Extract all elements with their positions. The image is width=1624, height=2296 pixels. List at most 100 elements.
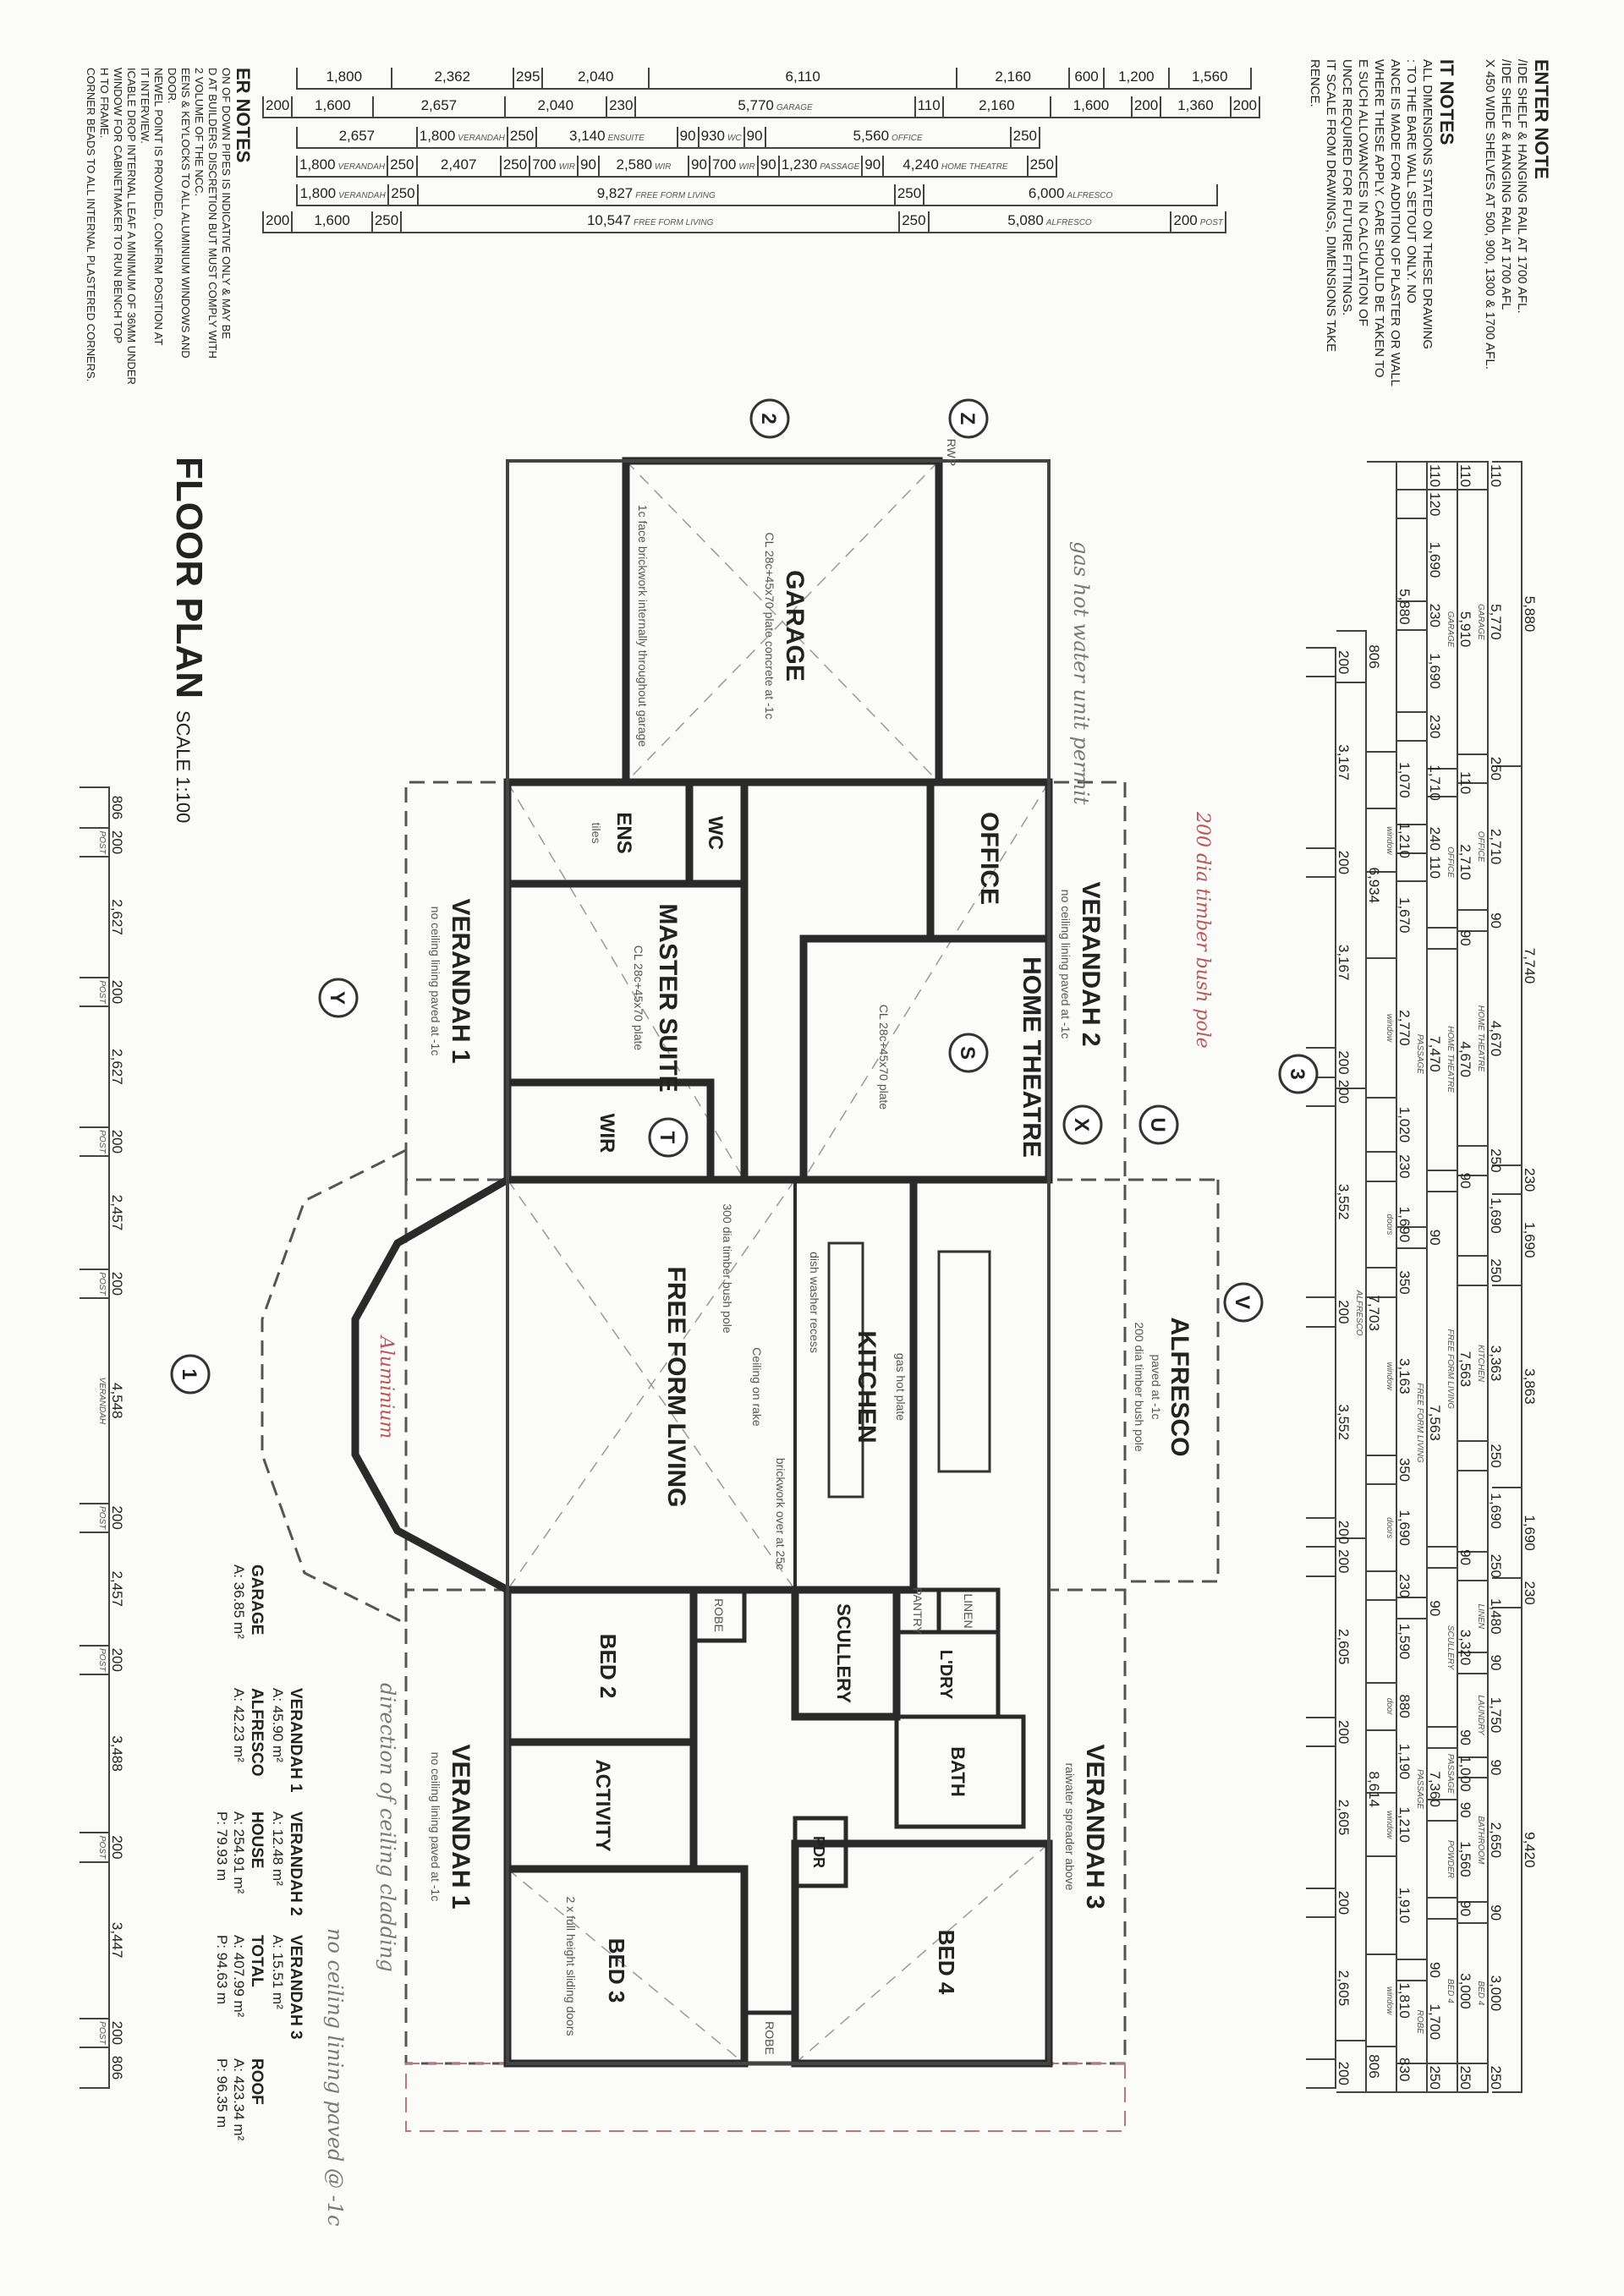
handwritten-gas: gas hot water unit permit — [1069, 541, 1093, 805]
ceiling-rake: Ceiling on rake — [750, 1347, 764, 1427]
home-theatre-sub: CL 28c+45x70 plate — [877, 1005, 891, 1110]
dimension-segment: 200 — [262, 96, 291, 117]
dimension-value: 90 — [679, 128, 696, 144]
dimension-segment: 90 — [676, 127, 698, 147]
dimension-label: POST — [1199, 218, 1223, 227]
dimension-segment: 2,657 — [372, 96, 503, 117]
marker-1 — [170, 1354, 211, 1395]
verandah3-sub: raiwater spreader above — [1063, 1763, 1077, 1891]
marker-y-label: Y — [326, 991, 348, 1005]
verandah-sub: no ceiling lining paved at -1c — [429, 907, 442, 1056]
dimension-value: 250 — [1029, 156, 1055, 173]
dimension-label: VERANDAH — [338, 191, 386, 200]
dimension-value: 110 — [917, 97, 941, 113]
dimension-value: 1,600 — [315, 97, 351, 113]
dimension-value: 930 — [700, 128, 725, 144]
dimension-segment: 230 — [606, 96, 634, 117]
dimension-value: 2,362 — [434, 68, 471, 85]
dimension-value: 200 — [1232, 97, 1258, 113]
dimension-value: 1,800 — [299, 156, 336, 173]
dimension-value: 700 — [532, 156, 557, 173]
dimension-segment: 250 — [387, 184, 416, 205]
dimension-value: 5,560 — [853, 128, 890, 144]
dimension-segment: 1,560 — [1167, 68, 1252, 88]
dimension-value: 200 — [1133, 97, 1159, 113]
dimension-value: 200 — [266, 212, 290, 228]
dimension-label: HOME THEATRE — [941, 162, 1008, 172]
dimension-value: 5,770 — [738, 97, 774, 113]
room-label-verandah1-top: VERANDAH 1 — [447, 898, 475, 1063]
dimension-segment: 600 — [1067, 68, 1103, 88]
dimension-value: 600 — [1074, 68, 1099, 85]
room-label-verandah3: VERANDAH 3 — [1081, 1744, 1109, 1909]
dimension-segment: 1,360 — [1160, 96, 1229, 117]
dimension-value: 90 — [746, 128, 763, 144]
bath-walls — [894, 1714, 1026, 1829]
marker-z — [948, 398, 989, 439]
section-markers — [170, 398, 1319, 1395]
garage-sub: CL 28c+45x70 plate concrete at -1c — [763, 533, 776, 720]
dimension-value: 1,800 — [419, 128, 456, 144]
dimension-segment: 295 — [513, 68, 541, 88]
room-label-bed3: BED 3 — [604, 1938, 629, 2003]
dimension-value: 90 — [760, 156, 776, 173]
dimension-segment: 200 — [262, 211, 291, 232]
marker-z-label: Z — [956, 413, 979, 425]
marker-v-label: V — [1231, 1296, 1254, 1309]
room-label-linen: LINEN — [962, 1593, 975, 1628]
handwritten-bush-pole: 200 dia timber bush pole — [1192, 811, 1213, 1049]
dimension-value: 1,560 — [1191, 68, 1228, 85]
marker-y — [318, 978, 359, 1018]
room-label-laundry: L'DRY — [936, 1650, 955, 1700]
dimension-value: 6,110 — [785, 68, 820, 85]
room-label-pantry: PANTRY — [911, 1587, 924, 1635]
dimension-value: 1,360 — [1177, 97, 1214, 113]
marker-s-label: S — [956, 1046, 979, 1060]
handwritten-cladding: direction of ceiling cladding — [376, 1683, 399, 1972]
room-label-kitchen: KITCHEN — [853, 1330, 881, 1443]
dimension-value: 230 — [609, 97, 634, 113]
room-label-wc: WC — [704, 816, 727, 850]
verandah2-sub: no ceiling lining paved at -1c — [1059, 890, 1073, 1039]
dimension-segment: 1,200 — [1103, 68, 1167, 88]
dimension-value: 3,140 — [569, 128, 606, 144]
dimension-segment: 2,040 — [503, 96, 606, 117]
marker-2 — [749, 398, 790, 439]
marker-x — [1062, 1104, 1103, 1145]
garage-note: 1c face brickwork internally throughout … — [636, 505, 650, 748]
dimension-value: 250 — [374, 212, 399, 228]
room-label-pdr: PDR — [810, 1836, 827, 1868]
dimension-segment: 250 — [499, 156, 529, 176]
dimension-label: WIR — [655, 162, 672, 172]
marker-v — [1223, 1282, 1264, 1323]
dimension-value: 1,600 — [314, 212, 350, 228]
dimension-label: ALFRESCO — [1045, 218, 1092, 227]
dimension-value: 90 — [691, 156, 707, 173]
room-label-verandah2: VERANDAH 2 — [1077, 881, 1105, 1046]
timber-pole: 300 dia timber bush pole — [721, 1203, 734, 1334]
room-label-living: FREE FORM LIVING — [662, 1267, 690, 1508]
dimension-label: FREE FORM LIVING — [635, 191, 716, 200]
room-label-master-suite: MASTER SUITE — [654, 903, 682, 1092]
dimension-label: GARAGE — [776, 103, 813, 112]
marker-2-label: 2 — [757, 413, 780, 424]
room-label-scullery: SCULLERY — [833, 1603, 854, 1703]
room-label-bath: BATH — [947, 1746, 968, 1796]
living-walls — [351, 1175, 918, 1594]
marker-x-label: X — [1070, 1118, 1093, 1132]
marker-3 — [1278, 1054, 1319, 1094]
